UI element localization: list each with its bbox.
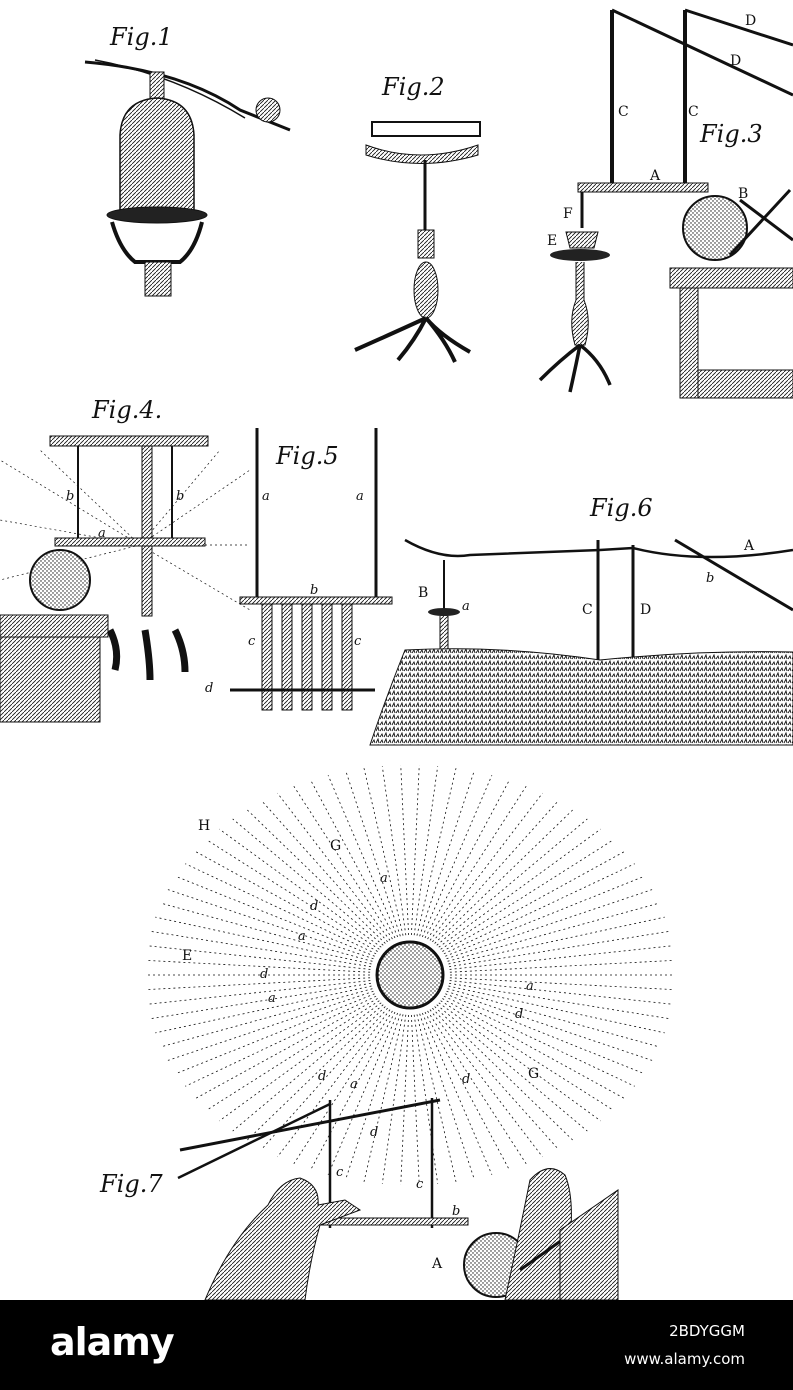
fig7-letter-d5: d [462,1072,470,1087]
fig6-letter-a-cap: A [743,538,755,554]
fig5-label: Fig.5 [275,442,339,470]
fig7-letter-d2: d [260,967,268,982]
fig7-letter-a-cap: A [431,1256,443,1272]
fig6-letter-b-cap: B [418,585,428,601]
fig5-letter-a1: a [262,489,270,504]
fig4-label: Fig.4. [91,396,162,424]
fig6-letter-c: C [582,602,593,618]
fig5-letter-c1: c [248,634,256,649]
fig7-letter-b: b [452,1204,460,1219]
fig3-electrical-machine: D D C C A B F E Fig.3 [538,8,793,399]
image-id: 2BDYGGM [669,1322,745,1340]
fig5-letter-c2: c [354,634,362,649]
fig5-letter-a2: a [356,489,364,504]
fig4-letter-b2: b [176,489,184,504]
fig7-letter-d6: d [370,1125,378,1140]
fig7-letter-d1: d [310,899,318,914]
fig7-letter-g2: G [528,1066,539,1082]
brand-logo[interactable]: alamy [50,1320,175,1364]
fig2-label: Fig.2 [381,73,445,101]
fig6-outdoor-conductor: A b B a C D Fig.6 [369,494,793,746]
fig3-letter-d2: D [730,53,741,69]
fig7-rays [145,765,675,1185]
fig6-label: Fig.6 [589,494,653,522]
fig7-letter-a5: a [350,1077,358,1092]
fig5-hanging-bars: a a b c c d Fig.5 [205,428,393,711]
fig7-letter-h: H [198,818,210,834]
fig7-radiating-sphere: H G E G a a a a a d d d d d d c c b A Fi… [99,765,675,1300]
fig6-letter-b-small: b [706,571,714,586]
fig7-letter-e: E [182,948,192,964]
fig7-letter-c2: c [416,1177,424,1192]
fig2-insulating-stand: Fig.2 [354,73,481,363]
fig1-bell-jar-apparatus: Fig.1 [84,23,291,297]
fig3-letter-a: A [649,168,661,184]
fig3-letter-d1: D [745,13,756,29]
fig3-letter-f: F [563,206,573,222]
fig7-letter-a3: a [268,991,276,1006]
fig3-letter-b: B [738,186,748,202]
fig4-suspended-frame: b b a Fig.4. [0,396,251,723]
site-url[interactable]: www.alamy.com [624,1350,745,1368]
engraving-plate: Fig.1 Fig.2 D D C C A B F E Fig.3 [0,8,793,1300]
fig6-letter-d: D [640,602,651,618]
footer-bar: alamy 2BDYGGM www.alamy.com [0,1300,793,1390]
fig1-label: Fig.1 [109,23,173,51]
fig3-letter-e: E [547,233,557,249]
fig4-letter-a: a [98,526,106,541]
fig7-letter-g1: G [330,838,341,854]
fig5-letter-b: b [310,583,318,598]
fig3-letter-c2: C [688,104,699,120]
fig7-letter-d3: d [515,1007,523,1022]
fig7-letter-c1: c [336,1165,344,1180]
fig3-letter-c1: C [618,104,629,120]
fig4-letter-b1: b [66,489,74,504]
fig3-label: Fig.3 [699,120,763,148]
fig7-label: Fig.7 [99,1170,163,1198]
fig7-letter-a1: a [380,871,388,886]
fig6-letter-a-small: a [462,599,470,614]
fig7-letter-a2: a [298,929,306,944]
fig7-letter-a4: a [526,979,534,994]
fig7-letter-d4: d [318,1069,326,1084]
fig5-letter-d: d [205,681,213,696]
